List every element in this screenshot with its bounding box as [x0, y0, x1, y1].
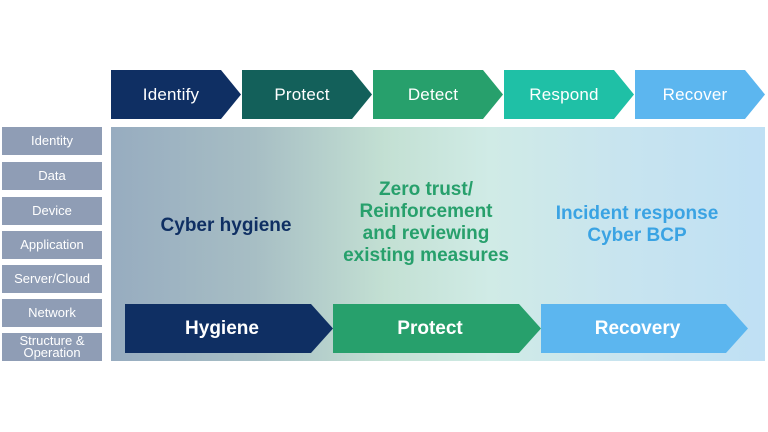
function-arrow-protect: Protect: [242, 70, 372, 119]
phase-label-hygiene: Hygiene: [185, 317, 259, 339]
phase-label-recovery: Recovery: [594, 317, 681, 339]
function-label-detect: Detect: [407, 84, 459, 104]
function-label-respond: Respond: [529, 84, 599, 104]
incident-line: Cyber BCP: [587, 225, 687, 246]
cyber-hygiene-text: Cyber hygiene: [160, 215, 292, 236]
function-arrow-respond: Respond: [504, 70, 634, 119]
layer-structure-operation-label: Structure & Operation: [19, 333, 85, 360]
function-arrow-detect: Detect: [373, 70, 503, 119]
function-label-identify: Identify: [142, 84, 200, 104]
phase-label-protect: Protect: [397, 317, 463, 339]
layer-structure-operation: Structure & Operation: [2, 333, 102, 361]
phase-arrow-hygiene: Hygiene: [125, 304, 333, 353]
function-label-recover: Recover: [662, 84, 728, 104]
incident-response-text: Incident response Cyber BCP: [531, 203, 743, 247]
layer-data: Data: [2, 162, 102, 190]
zero-trust-line: Reinforcement: [359, 201, 493, 222]
zero-trust-line: and reviewing: [362, 223, 490, 244]
zero-trust-text: Zero trust/ Reinforcement and reviewing …: [316, 179, 536, 267]
incident-line: Incident response: [555, 203, 719, 224]
function-label-protect: Protect: [274, 84, 330, 104]
zero-trust-line: existing measures: [343, 245, 509, 266]
zero-trust-line: Zero trust/: [379, 179, 473, 200]
function-arrow-recover: Recover: [635, 70, 765, 119]
layer-server-cloud: Server/Cloud: [2, 265, 102, 293]
layer-network: Network: [2, 299, 102, 327]
phase-arrow-protect: Protect: [333, 304, 541, 353]
layer-identity: Identity: [2, 127, 102, 155]
function-arrow-identify: Identify: [111, 70, 241, 119]
layer-device: Device: [2, 197, 102, 225]
phase-arrow-recovery: Recovery: [541, 304, 748, 353]
layer-application: Application: [2, 231, 102, 259]
